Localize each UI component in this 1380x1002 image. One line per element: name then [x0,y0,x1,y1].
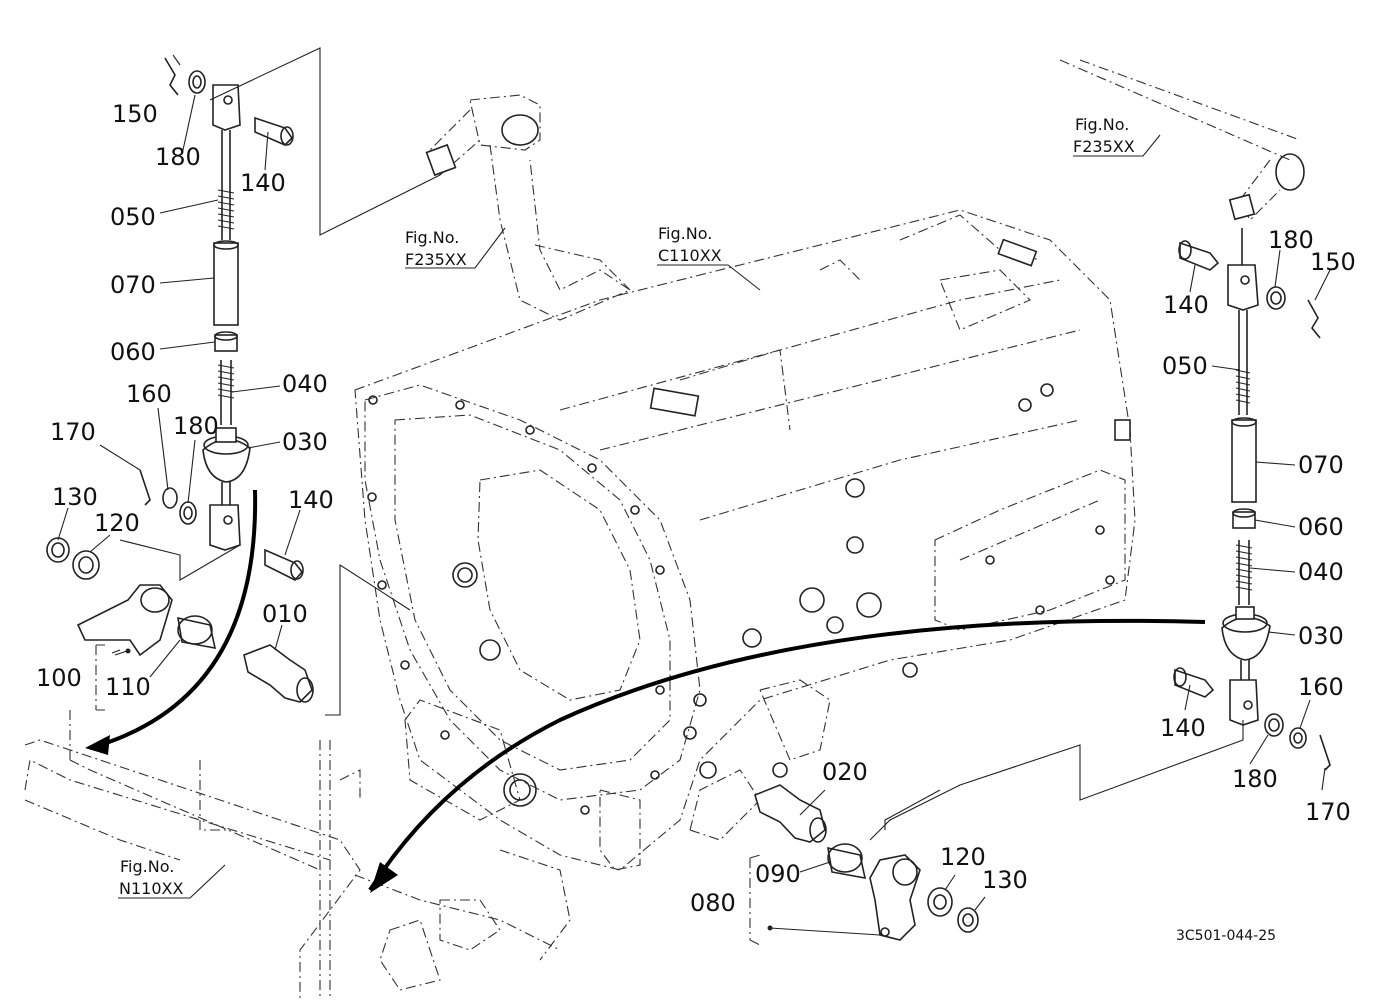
fig-ref-3-line2: F235XX [1073,137,1135,156]
leader-fig-n110xx [118,864,226,899]
left-rod-assembly [46,47,441,716]
part-label: 080 [690,889,736,917]
drawing-code: 3C501-044-25 [1176,928,1276,944]
part-label: 050 [110,203,156,231]
part-label: 010 [262,600,308,628]
fig-ref-4-line2: N110XX [119,879,183,898]
part-label: 150 [112,100,158,128]
part-label: 090 [755,860,801,888]
part-label: 100 [36,664,82,692]
part-label: 180 [1232,765,1278,793]
part-label: 120 [94,509,140,537]
part-label: 110 [105,673,151,701]
transmission-housing [354,209,1136,871]
part-label: 140 [240,169,286,197]
pedal-shaft-right [1059,59,1305,221]
part-label: 040 [1298,558,1344,586]
part-label: 070 [110,271,156,299]
clutch-pedal [425,94,632,321]
part-label: 060 [1298,513,1344,541]
fig-ref-2-line1: Fig.No. [658,224,712,243]
part-label: 020 [822,758,868,786]
part-label: 030 [282,428,328,456]
part-leaders [57,94,1331,911]
part-label: 170 [1305,798,1351,826]
right-rod-assembly [869,228,1331,841]
part-label: 070 [1298,451,1344,479]
leader-fig-f235xx-center [405,227,506,269]
part-label: 060 [110,338,156,366]
part-label: 050 [1162,352,1208,380]
bottom-lever-assembly [125,648,979,946]
part-label: 180 [1268,226,1314,254]
part-label: 130 [52,483,98,511]
part-label: 030 [1298,622,1344,650]
leader-fig-c110xx [657,264,761,291]
fig-ref-1-line2: F235XX [405,250,467,269]
fig-ref-4-line1: Fig.No. [120,857,174,876]
part-label: 120 [940,843,986,871]
frame-outline [24,710,571,1000]
fig-ref-3-line1: Fig.No. [1075,115,1129,134]
part-label: 170 [50,418,96,446]
part-label: 180 [155,143,201,171]
part-label: 140 [288,486,334,514]
part-label: 040 [282,370,328,398]
part-label: 140 [1163,291,1209,319]
fig-ref-2-line2: C110XX [658,246,722,265]
part-label: 160 [1298,673,1344,701]
part-label: 180 [173,412,219,440]
part-label: 140 [1160,714,1206,742]
assembly-arrow-left [85,489,258,755]
leader-fig-f235xx-right [1073,134,1161,157]
part-label: 160 [126,380,172,408]
fig-ref-1-line1: Fig.No. [405,228,459,247]
part-label: 130 [982,866,1028,894]
assembly-arrow-right [368,618,1206,893]
part-label: 150 [1310,248,1356,276]
